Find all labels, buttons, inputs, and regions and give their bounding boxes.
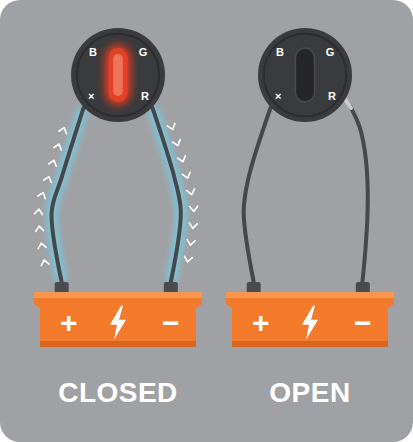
- current-chevron: [184, 256, 193, 262]
- pin-letter: ×: [275, 91, 281, 102]
- current-chevron: [34, 209, 42, 215]
- current-chevron: [173, 140, 182, 147]
- current-chevron: [59, 126, 68, 133]
- current-chevron: [182, 172, 191, 179]
- current-chevron: [44, 175, 53, 182]
- battery-base: [40, 341, 196, 347]
- lightning-bolt: [302, 306, 318, 340]
- battery-top-strip: [226, 292, 394, 298]
- current-chevron: [54, 143, 63, 150]
- loose-wire: [350, 106, 368, 286]
- wire-core: [153, 108, 181, 282]
- current-chevron: [190, 206, 198, 211]
- pin-letter: ×: [88, 91, 94, 102]
- wire: [244, 108, 271, 282]
- current-chevron: [167, 123, 176, 130]
- pin-letter: R: [328, 91, 336, 102]
- module-outline: [70, 27, 166, 123]
- terminal-sign: −: [354, 308, 372, 338]
- battery-outline: [30, 282, 206, 350]
- wire-core: [52, 108, 84, 282]
- battery-outline: [222, 282, 398, 350]
- current-chevron: [40, 259, 49, 265]
- terminal-sign: +: [252, 308, 270, 338]
- battery-body: [226, 292, 394, 347]
- pin-letter: G: [326, 46, 335, 57]
- module-body: [71, 28, 165, 122]
- current-chevron: [38, 191, 47, 198]
- terminal-sign: +: [60, 308, 78, 338]
- pin-letter: R: [141, 91, 149, 102]
- led-off: [295, 48, 314, 102]
- module-ring: [264, 34, 347, 117]
- led-highlight: [113, 54, 123, 96]
- wire: [34, 108, 83, 282]
- state-caption: CLOSED: [58, 379, 178, 407]
- lightning-bolt: [110, 306, 126, 340]
- led-glow: [105, 45, 130, 105]
- pin-letter: B: [89, 46, 97, 57]
- module-ring: [77, 34, 160, 117]
- current-chevron: [35, 226, 43, 232]
- module-outline: [257, 27, 353, 123]
- wire: [153, 108, 198, 282]
- led-module: B G × R: [257, 27, 353, 123]
- battery: +−: [222, 282, 398, 350]
- battery-body: [34, 292, 202, 347]
- wire-glow: [153, 108, 181, 282]
- current-chevron: [178, 156, 187, 163]
- module-body: [258, 28, 352, 122]
- pin-letter: G: [139, 46, 148, 57]
- current-chevron: [37, 242, 46, 248]
- pin-letter: B: [276, 46, 284, 57]
- current-chevron: [49, 159, 58, 166]
- current-chevron: [189, 223, 198, 229]
- wire-glow: [52, 108, 84, 282]
- state-caption: OPEN: [269, 379, 350, 407]
- wire-core: [244, 108, 271, 282]
- led-module: B G × R: [70, 27, 166, 123]
- battery-base: [232, 341, 388, 347]
- battery-top-strip: [34, 292, 202, 298]
- led-lit: [108, 48, 127, 102]
- current-chevron: [186, 240, 195, 246]
- terminal-sign: −: [162, 308, 180, 338]
- battery: +−: [30, 282, 206, 350]
- current-chevron: [187, 189, 196, 196]
